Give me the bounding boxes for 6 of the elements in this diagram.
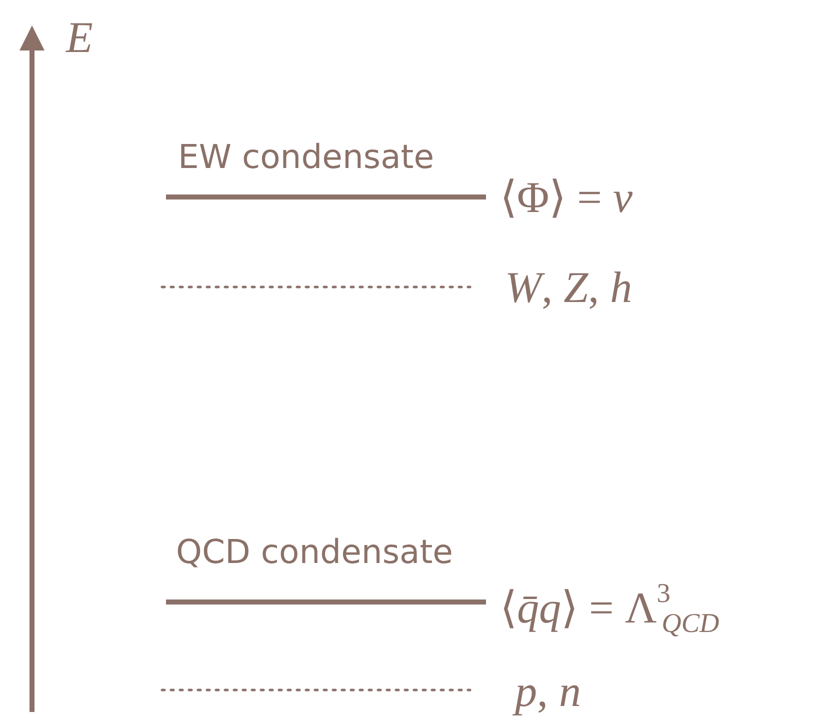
particle-label: p, n xyxy=(515,670,581,714)
particle-label: W, Z, h xyxy=(505,266,632,310)
math-formula: ⟨Φ⟩ = v xyxy=(500,176,633,220)
level-label: EW condensate xyxy=(178,140,434,173)
level-label: QCD condensate xyxy=(176,535,453,568)
axis-label: E xyxy=(66,16,93,60)
